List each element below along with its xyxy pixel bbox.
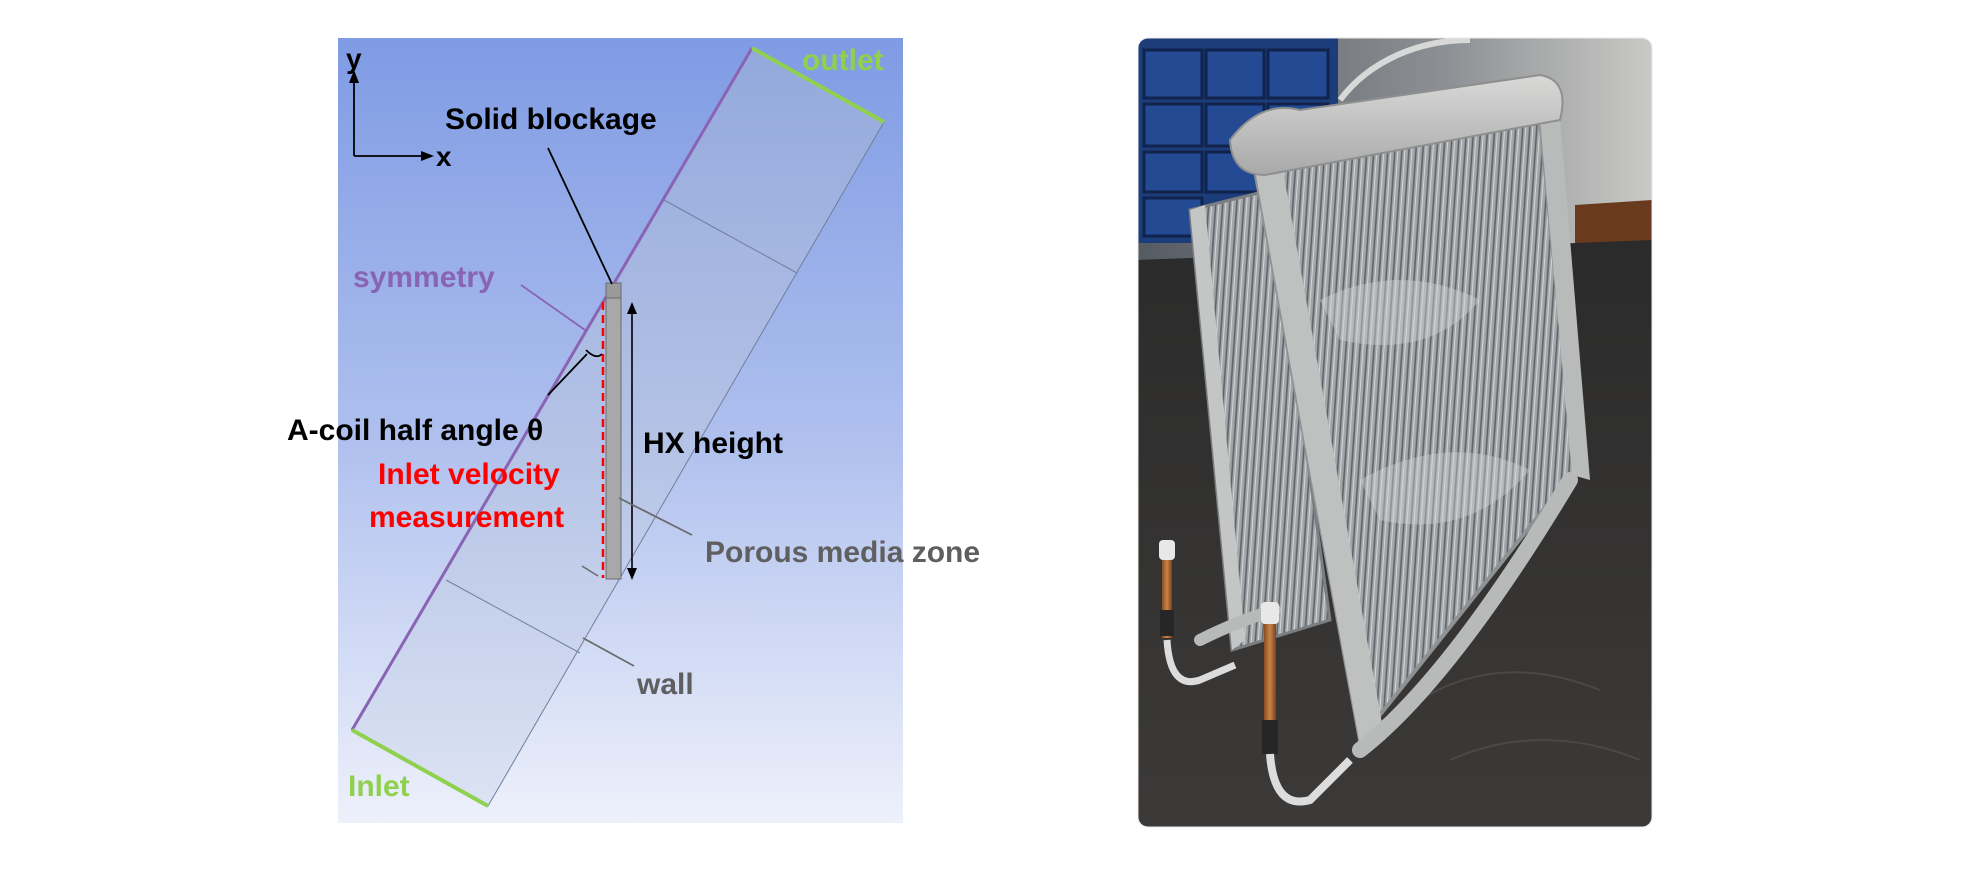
x-axis-label: x <box>436 141 452 172</box>
cfd-domain-diagram: y x outlet Inlet Solid blockage symmetry… <box>287 38 980 823</box>
heat-exchanger-photo <box>1138 38 1652 827</box>
hx-height-label: HX height <box>643 427 783 460</box>
solid-blockage <box>605 282 622 299</box>
solid-blockage-label: Solid blockage <box>445 103 657 136</box>
wall-leader <box>582 637 635 667</box>
inlet-boundary <box>351 728 489 808</box>
symmetry-leader <box>520 284 586 331</box>
solid-blockage-leader <box>547 147 613 285</box>
half-angle-leader <box>547 353 588 396</box>
wall-label: wall <box>636 668 694 701</box>
symmetry-boundary <box>350 47 754 731</box>
porous-media-leader <box>618 497 693 536</box>
hx-height-arrow <box>627 302 637 580</box>
wall-notch <box>581 565 599 577</box>
half-angle-arc <box>585 349 603 358</box>
porous-media-zone-label: Porous media zone <box>705 536 980 569</box>
y-axis-label: y <box>346 43 362 74</box>
axis-indicator <box>349 70 434 161</box>
porous-media-zone <box>605 295 622 580</box>
inlet-velocity-label-line1: Inlet velocity <box>378 458 560 491</box>
inlet-label: Inlet <box>348 770 410 803</box>
domain-division-line-2 <box>445 579 581 654</box>
inlet-velocity-label-line2: measurement <box>369 501 564 534</box>
photo-copper-pipes <box>1159 540 1353 806</box>
domain-division-line-1 <box>663 199 798 274</box>
symmetry-label: symmetry <box>353 261 495 294</box>
outlet-boundary <box>751 46 885 124</box>
photo-top-header <box>1228 73 1564 177</box>
a-coil-half-angle-label: A-coil half angle θ <box>287 414 543 447</box>
photo-frame <box>1137 37 1653 828</box>
outlet-label: outlet <box>802 44 884 77</box>
